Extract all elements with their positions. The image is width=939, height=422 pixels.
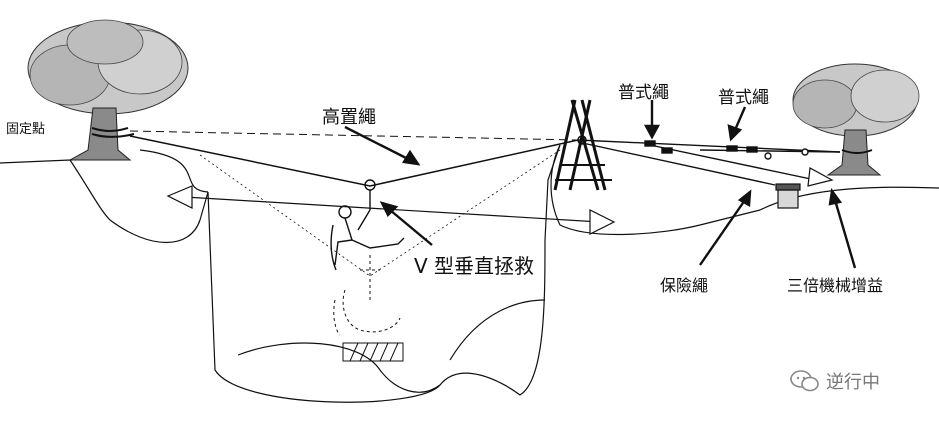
tripod (553, 99, 612, 191)
watermark: 逆行中 (790, 368, 880, 394)
right-ropes (577, 139, 841, 186)
dotted-line-v (199, 149, 561, 277)
rescuer-figure (330, 179, 405, 271)
watermark-text: 逆行中 (826, 372, 880, 393)
left-tree (27, 19, 189, 161)
right-arrow (589, 209, 616, 235)
leader-lines (344, 100, 857, 269)
label-v-rescue: V 型垂直拯救 (414, 254, 535, 278)
label-mechanical-advantage: 三倍機械增益 (787, 276, 884, 295)
hatch-area (342, 342, 404, 362)
label-high-line: 高置繩 (322, 107, 376, 128)
lowered-figure (333, 255, 401, 336)
wechat-logo-icon (790, 370, 819, 392)
high-line-dashed (129, 130, 579, 141)
dotted-line-left (129, 135, 371, 187)
label-anchor-point: 固定點 (6, 122, 46, 137)
haul-arrow (807, 167, 834, 187)
high-line-sag (129, 135, 579, 187)
label-prusik-2: 普式繩 (718, 88, 769, 108)
label-belay-rope: 保險繩 (660, 276, 709, 295)
terrain (0, 144, 939, 403)
label-prusik-1: 普式繩 (618, 83, 669, 103)
belay-stump (775, 183, 801, 209)
left-arrow (166, 185, 193, 209)
right-tree (792, 63, 920, 176)
